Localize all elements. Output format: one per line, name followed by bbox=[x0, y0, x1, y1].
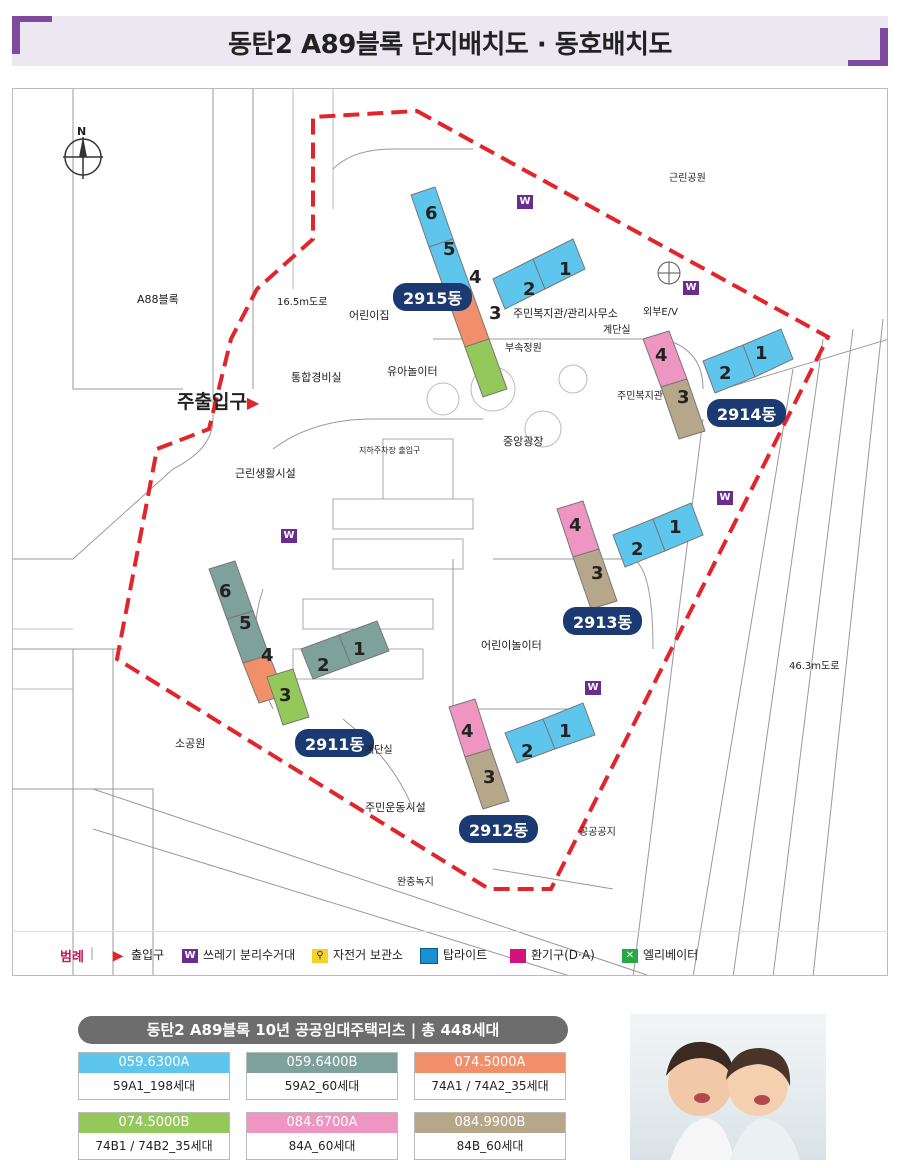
summary-title: 동탄2 A89블록 10년 공공임대주택리츠 | 총 448세대 bbox=[78, 1016, 568, 1044]
label-welfare2: 주민복지관 bbox=[617, 391, 663, 402]
unit-2914-4: 4 bbox=[655, 345, 668, 366]
label-kids-playground: 어린이놀이터 bbox=[481, 639, 542, 652]
dong-badge-2913: 2913동 bbox=[563, 607, 643, 635]
unit-2911-6: 6 bbox=[219, 581, 232, 602]
unit-2913-4: 4 bbox=[569, 515, 582, 536]
label-road46: 46.3m도로 bbox=[789, 661, 840, 672]
unit-2915-3: 3 bbox=[489, 303, 502, 324]
unit-type-code: 074.5000B bbox=[79, 1113, 229, 1133]
unit-2912-1: 1 bbox=[559, 721, 572, 742]
unit-2911-5: 5 bbox=[239, 613, 252, 634]
family-photo bbox=[630, 1014, 826, 1160]
label-kids: 어린이집 bbox=[349, 309, 390, 322]
unit-type-card: 074.5000B 74B1 / 74B2_35세대 bbox=[78, 1112, 230, 1160]
label-garden: 부속정원 bbox=[505, 343, 542, 354]
unit-type-desc: 59A2_60세대 bbox=[284, 1079, 360, 1093]
label-neighborhood: 근린생활시설 bbox=[235, 467, 296, 480]
trash-icon: W bbox=[281, 525, 302, 544]
main-entrance-text: 주출입구 bbox=[177, 391, 247, 413]
label-road16: 16.5m도로 bbox=[277, 297, 328, 308]
unit-type-card: 059.6300A 59A1_198세대 bbox=[78, 1052, 230, 1100]
unit-2914-1: 1 bbox=[755, 343, 768, 364]
unit-2913-2: 2 bbox=[631, 539, 644, 560]
unit-type-card: 074.5000A 74A1 / 74A2_35세대 bbox=[414, 1052, 566, 1100]
unit-2911-4: 4 bbox=[261, 645, 274, 666]
unit-2913-1: 1 bbox=[669, 517, 682, 538]
label-parking-entry: 지하주차장 출입구 bbox=[359, 446, 421, 455]
label-public-space: 공공공지 bbox=[579, 827, 616, 838]
unit-type-card: 059.6400B 59A2_60세대 bbox=[246, 1052, 398, 1100]
label-a88: A88블록 bbox=[137, 293, 179, 306]
unit-type-card: 084.6700A 84A_60세대 bbox=[246, 1112, 398, 1160]
unit-type-code: 059.6400B bbox=[247, 1053, 397, 1073]
unit-2915-5: 5 bbox=[443, 239, 456, 260]
label-toddler: 유아놀이터 bbox=[387, 365, 438, 378]
label-welfare: 주민복지관/관리사무소 bbox=[513, 307, 618, 320]
building-2913 bbox=[556, 500, 704, 610]
label-stairs2: 계단실 bbox=[365, 745, 393, 756]
compass-icon bbox=[63, 137, 103, 179]
label-outdoor-ev: 외부E/V bbox=[643, 307, 678, 318]
trash-icon: W bbox=[717, 487, 738, 506]
title-bar: 동탄2 A89블록 단지배치도 · 동호배치도 bbox=[12, 16, 888, 66]
unit-2915-4: 4 bbox=[469, 267, 482, 288]
entrance-arrow-icon: ▶ bbox=[246, 393, 260, 412]
trash-icon: W bbox=[585, 677, 606, 696]
site-boundary bbox=[114, 108, 831, 891]
unit-2915-2: 2 bbox=[523, 279, 536, 300]
unit-type-desc: 74B1 / 74B2_35세대 bbox=[95, 1139, 213, 1153]
unit-2912-3: 3 bbox=[483, 767, 496, 788]
main-entrance-label: 주출입구▶ bbox=[177, 387, 259, 414]
unit-2911-2: 2 bbox=[317, 655, 330, 676]
building-2912 bbox=[448, 698, 596, 810]
label-sports: 주민운동시설 bbox=[365, 801, 426, 814]
label-green: 완충녹지 bbox=[397, 877, 434, 888]
unit-2912-4: 4 bbox=[461, 721, 474, 742]
unit-2914-2: 2 bbox=[719, 363, 732, 384]
unit-2911-1: 1 bbox=[353, 639, 366, 660]
unit-2912-2: 2 bbox=[521, 741, 534, 762]
site-plan-drawing bbox=[13, 89, 887, 975]
unit-2915-6: 6 bbox=[425, 203, 438, 224]
unit-type-code: 084.9900B bbox=[415, 1113, 565, 1133]
building-2911 bbox=[208, 560, 390, 726]
north-label: N bbox=[77, 125, 87, 138]
unit-2915-1: 1 bbox=[559, 259, 572, 280]
unit-type-code: 084.6700A bbox=[247, 1113, 397, 1133]
trash-icon: W bbox=[683, 277, 704, 296]
unit-type-desc: 84A_60세대 bbox=[288, 1139, 356, 1153]
unit-type-card: 084.9900B 84B_60세대 bbox=[414, 1112, 566, 1160]
title-bracket-left bbox=[12, 16, 52, 54]
dong-badge-2912: 2912동 bbox=[459, 815, 539, 843]
label-small-park: 소공원 bbox=[175, 737, 206, 750]
unit-2913-3: 3 bbox=[591, 563, 604, 584]
dong-badge-2911: 2911동 bbox=[295, 729, 375, 757]
unit-type-desc: 74A1 / 74A2_35세대 bbox=[431, 1079, 549, 1093]
unit-type-code: 074.5000A bbox=[415, 1053, 565, 1073]
unit-2914-3: 3 bbox=[677, 387, 690, 408]
unit-type-code: 059.6300A bbox=[79, 1053, 229, 1073]
building-2914 bbox=[642, 328, 794, 440]
dong-badge-2914: 2914동 bbox=[707, 399, 787, 427]
title-bracket-right bbox=[848, 28, 888, 66]
unit-2911-3: 3 bbox=[279, 685, 292, 706]
label-plaza: 중앙광장 bbox=[503, 435, 544, 448]
unit-type-desc: 59A1_198세대 bbox=[112, 1079, 196, 1093]
page-title: 동탄2 A89블록 단지배치도 · 동호배치도 bbox=[228, 30, 672, 60]
building-2915 bbox=[410, 186, 586, 398]
label-stairs: 계단실 bbox=[603, 325, 631, 336]
site-plan-map: 6 5 4 3 2 1 4 3 2 1 4 3 2 1 6 5 4 3 2 1 … bbox=[12, 88, 888, 976]
trash-icon: W bbox=[517, 191, 538, 210]
unit-type-desc: 84B_60세대 bbox=[456, 1139, 524, 1153]
label-park: 근린공원 bbox=[669, 173, 706, 184]
label-guard: 통합경비실 bbox=[291, 371, 342, 384]
dong-badge-2915: 2915동 bbox=[393, 283, 473, 311]
